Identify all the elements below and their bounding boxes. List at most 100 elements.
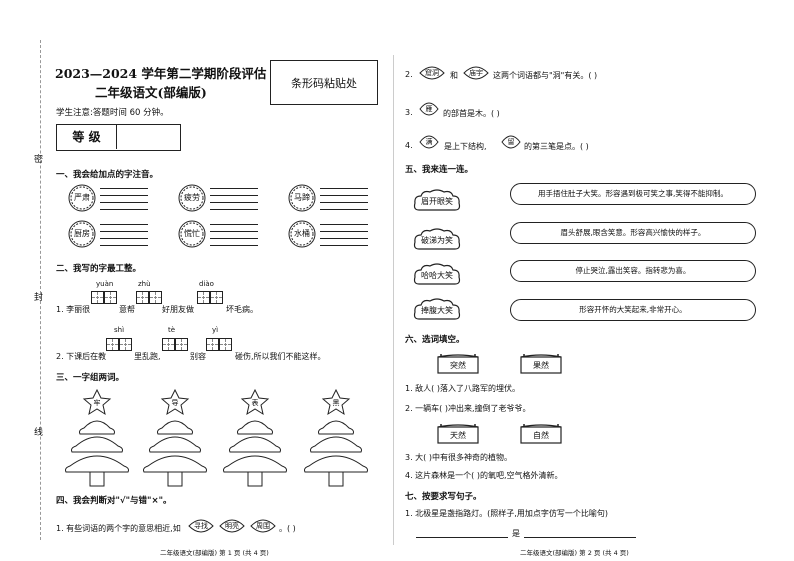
- leaf-icon: [419, 66, 445, 80]
- writing-grid[interactable]: [162, 338, 175, 351]
- tree-char: 表: [251, 399, 259, 407]
- choice-word: 自然: [533, 431, 549, 440]
- pinyin-diao: diào: [199, 280, 214, 288]
- section6-heading: 六、选词填空。: [405, 335, 465, 345]
- word-leaf-q4a: 满: [418, 133, 440, 151]
- grade-box: 等 级: [56, 124, 181, 151]
- section5-heading: 五、我来连一连。: [405, 165, 474, 175]
- tree-char: 牢: [93, 399, 101, 407]
- leaf-icon: [419, 102, 439, 116]
- page-divider: [393, 55, 394, 545]
- idiom-text: 破涕为笑: [421, 236, 453, 245]
- word-label: 水桶: [294, 229, 310, 238]
- flower-icon: [288, 220, 316, 248]
- s6-q3: 3. 大( )中有很多神奇的植物。: [405, 453, 512, 462]
- s4-q3-text: 的部首是木。( ): [443, 109, 500, 118]
- word-leaf-3: 周围: [249, 517, 277, 535]
- word-label: 马蹄: [294, 193, 310, 202]
- word-flower-5: 慌忙: [176, 220, 208, 248]
- flower-icon: [178, 184, 206, 212]
- binding-label-xian: 线: [34, 428, 44, 438]
- leaf-word: 窟洞: [425, 69, 439, 77]
- leaf-icon: [250, 519, 276, 533]
- writing-grid[interactable]: [149, 291, 162, 304]
- flower-icon: [68, 184, 96, 212]
- idiom-text: 捧腹大笑: [421, 306, 453, 315]
- word-box-icon: [520, 354, 562, 374]
- writing-grid[interactable]: [119, 338, 132, 351]
- answer-line-1[interactable]: [416, 537, 508, 538]
- footer-page2: 二年级语文(部编版) 第 2 页 (共 4 页): [520, 549, 629, 557]
- flower-icon: [178, 220, 206, 248]
- pinyin-shi: shì: [114, 326, 125, 334]
- answer-line-2[interactable]: [524, 537, 636, 538]
- writing-grid[interactable]: [175, 338, 188, 351]
- word-tree-4: 黑: [303, 388, 369, 488]
- leaf-icon: [219, 519, 245, 533]
- barcode-label: 条形码粘贴处: [291, 77, 357, 90]
- section1-heading: 一、我会给加点的字注音。: [56, 170, 159, 180]
- q2-part2: 里乱跑,: [134, 352, 161, 361]
- leaf-word: 周围: [256, 522, 270, 530]
- s6-q1: 1. 敌人( )落入了八路军的埋伏。: [405, 384, 520, 393]
- tree-icon: [143, 388, 207, 487]
- word-label: 严肃: [74, 193, 90, 202]
- choice-word: 天然: [450, 431, 466, 440]
- idiom-cloud-2: 破涕为笑: [413, 227, 461, 253]
- s4-q2-and: 和: [450, 71, 458, 80]
- pinyin-yuan: yuàn: [96, 280, 114, 288]
- word-label: 疲劳: [184, 193, 200, 202]
- word-label: 慌忙: [184, 229, 200, 238]
- q2-part3: 别容: [190, 352, 206, 361]
- word-flower-3: 马蹄: [286, 184, 318, 212]
- s7-blank-mid: 是: [512, 529, 520, 538]
- writing-grid[interactable]: [136, 291, 149, 304]
- s6-q4: 4. 这片森林是一个( )的氧吧,空气格外清新。: [405, 471, 563, 480]
- q1-part3: 好朋友做: [162, 305, 194, 314]
- s4-q2-num: 2.: [405, 70, 413, 79]
- binding-label-feng: 封: [34, 293, 44, 303]
- tree-icon: [65, 388, 129, 487]
- tree-char: 导: [171, 399, 179, 407]
- idiom-cloud-1: 眉开眼笑: [413, 188, 461, 214]
- leaf-word: 留: [507, 138, 515, 146]
- section7-heading: 七、按要求写句子。: [405, 492, 482, 502]
- idiom-text: 眉开眼笑: [421, 197, 453, 206]
- s4-q4-num: 4.: [405, 141, 413, 150]
- leaf-icon: [419, 135, 439, 149]
- cloud-icon: [413, 228, 461, 250]
- section2-heading: 二、我写的字最工整。: [56, 264, 142, 274]
- pinyin-yi: yì: [212, 326, 219, 334]
- s4-q3-num: 3.: [405, 108, 413, 117]
- word-flower-4: 厨房: [66, 220, 98, 248]
- q1-part4: 坏毛病。: [226, 305, 258, 314]
- grade-label: 等 级: [57, 125, 117, 149]
- pinyin-zhu: zhù: [138, 280, 151, 288]
- leaf-icon: [463, 66, 489, 80]
- choice-box-1: 突然: [437, 354, 479, 375]
- word-leaf-q4b: 留: [500, 133, 522, 151]
- binding-label-mi: 密: [34, 155, 44, 165]
- word-box-icon: [437, 424, 479, 444]
- binding-dashed-line: [40, 40, 41, 540]
- writing-grid[interactable]: [210, 291, 223, 304]
- writing-grid[interactable]: [104, 291, 117, 304]
- writing-grid[interactable]: [219, 338, 232, 351]
- word-tree-2: 导: [142, 388, 208, 488]
- flower-icon: [288, 184, 316, 212]
- tree-icon: [223, 388, 287, 487]
- cloud-icon: [413, 298, 461, 320]
- writing-grid[interactable]: [91, 291, 104, 304]
- writing-grid[interactable]: [206, 338, 219, 351]
- writing-grid[interactable]: [197, 291, 210, 304]
- writing-grid[interactable]: [106, 338, 119, 351]
- word-leaf-q2b: 庙宇: [462, 64, 490, 82]
- tree-char: 黑: [332, 399, 340, 407]
- tree-icon: [304, 388, 368, 487]
- word-flower-6: 水桶: [286, 220, 318, 248]
- section4-heading: 四、我会判断对"√"与错"×"。: [56, 496, 172, 506]
- word-box-icon: [437, 354, 479, 374]
- leaf-word: 寻找: [194, 522, 208, 530]
- choice-word: 果然: [533, 361, 549, 370]
- s6-q2: 2. 一辆车( )冲出来,撞倒了老爷爷。: [405, 404, 531, 413]
